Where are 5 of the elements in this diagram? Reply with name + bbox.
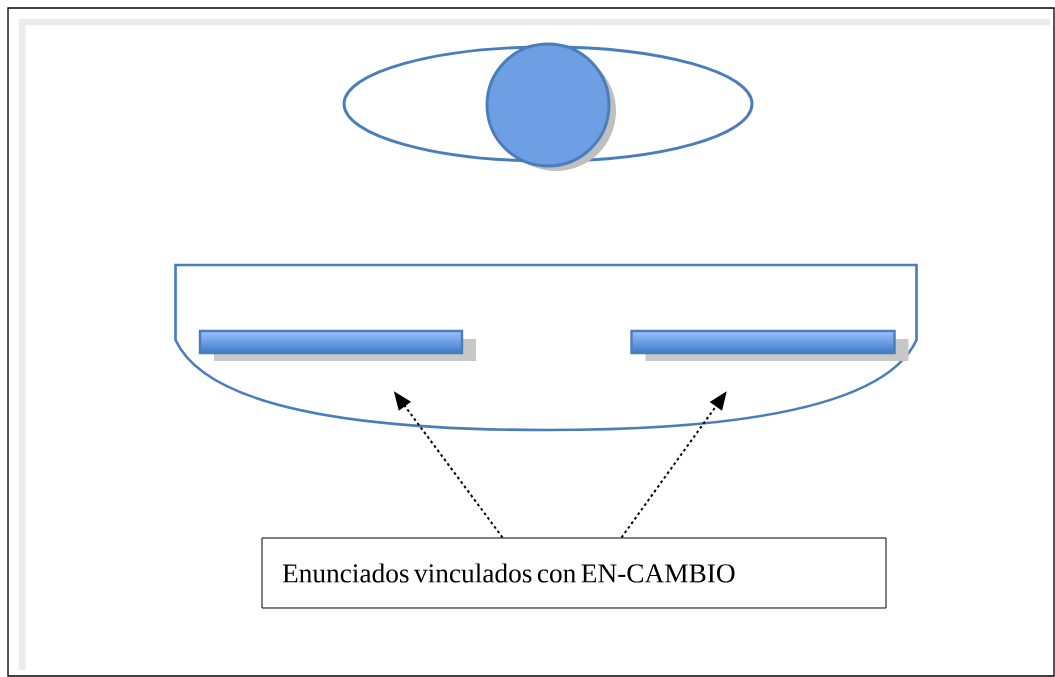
bar <box>630 329 909 361</box>
circle <box>485 42 616 171</box>
text-box: Enunciados vinculados con EN-CAMBIO <box>261 537 887 609</box>
bar <box>198 329 476 361</box>
bowl-shape <box>174 263 918 432</box>
